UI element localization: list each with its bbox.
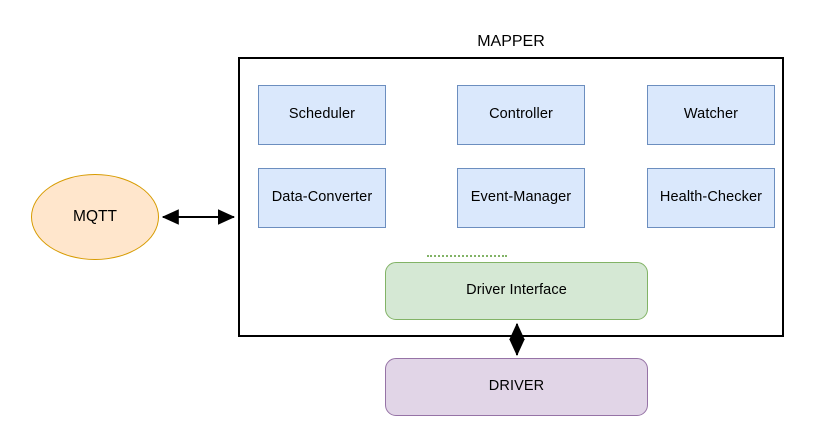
component-controller[interactable]: Controller	[457, 85, 585, 145]
component-health-checker[interactable]: Health-Checker	[647, 168, 775, 228]
mapper-title: MAPPER	[477, 33, 545, 50]
driver-interface-box[interactable]: Driver Interface	[385, 262, 648, 320]
mqtt-broker-node[interactable]: MQTT	[31, 174, 159, 260]
component-data-converter[interactable]: Data-Converter	[258, 168, 386, 228]
driver-box[interactable]: DRIVER	[385, 358, 648, 416]
component-event-manager[interactable]: Event-Manager	[457, 168, 585, 228]
component-watcher[interactable]: Watcher	[647, 85, 775, 145]
dotted-divider	[427, 255, 507, 259]
component-scheduler[interactable]: Scheduler	[258, 85, 386, 145]
